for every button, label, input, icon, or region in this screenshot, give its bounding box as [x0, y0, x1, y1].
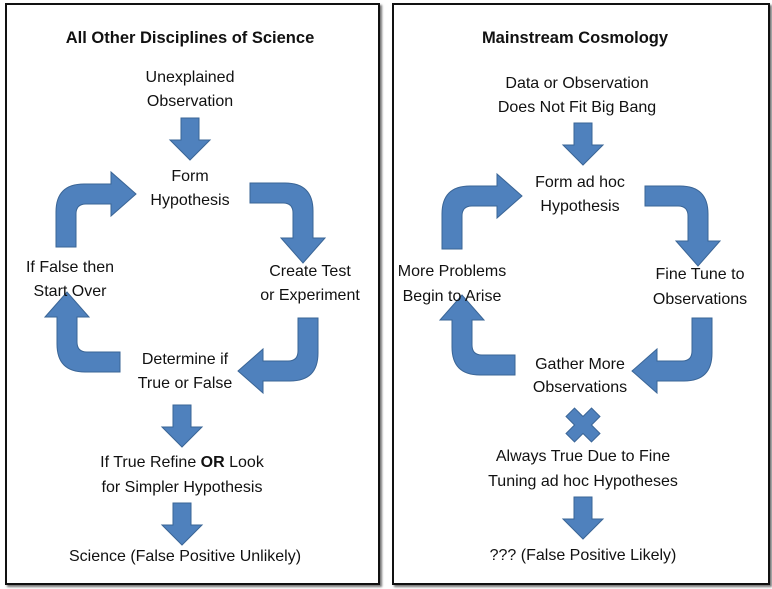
right-title: Mainstream Cosmology — [481, 29, 669, 47]
data-observation-line1: Data or Observation — [505, 75, 649, 92]
form-adhoc-line2: Hypothesis — [540, 198, 620, 215]
bent-arrow-right-down-icon — [249, 182, 326, 264]
left-result: Science (False Positive Unlikely) — [68, 548, 302, 565]
right-panel — [392, 3, 770, 585]
create-test-line1: Create Test — [269, 263, 351, 280]
form-hypothesis-line2: Hypothesis — [150, 192, 230, 209]
more-problems-line1: More Problems — [397, 263, 507, 280]
more-problems-line2: Begin to Arise — [402, 288, 502, 305]
bent-arrow-up-right-icon — [55, 171, 137, 248]
unexplained-observation-line1: Unexplained — [145, 69, 235, 86]
x-mark-icon — [565, 407, 601, 443]
refine-line1: If True Refine OR Look — [100, 451, 264, 475]
create-test-line2: or Experiment — [260, 287, 360, 304]
gather-line2: Observations — [532, 379, 628, 396]
if-false-line2: Start Over — [33, 283, 107, 300]
right-result: ??? (False Positive Likely) — [489, 547, 677, 564]
bent-arrow-down-left-icon — [631, 317, 713, 394]
determine-line1: Determine if — [141, 351, 229, 368]
refine-or: OR — [200, 454, 225, 471]
always-true-line2: Tuning ad hoc Hypotheses — [488, 473, 678, 490]
down-arrow-icon — [169, 117, 211, 161]
unexplained-observation-line2: Observation — [146, 93, 234, 110]
if-false-line1: If False then — [25, 259, 115, 276]
refine-line2: for Simpler Hypothesis — [101, 479, 263, 496]
fine-tune-line2: Observations — [652, 291, 748, 308]
bent-arrow-left-up-icon — [44, 291, 121, 373]
bent-arrow-up-right-icon — [441, 173, 523, 250]
refine-pre: If True Refine — [100, 454, 201, 471]
down-arrow-icon — [161, 404, 203, 448]
bent-arrow-right-down-icon — [644, 185, 721, 267]
data-observation-line2: Does Not Fit Big Bang — [497, 99, 657, 116]
bent-arrow-down-left-icon — [237, 317, 319, 394]
fine-tune-line1: Fine Tune to — [655, 266, 745, 283]
determine-line2: True or False — [137, 375, 233, 392]
left-title: All Other Disciplines of Science — [65, 29, 315, 47]
gather-line1: Gather More — [535, 356, 625, 373]
down-arrow-icon — [562, 122, 604, 166]
down-arrow-icon — [161, 502, 203, 546]
down-arrow-icon — [562, 496, 604, 540]
refine-post: Look — [224, 454, 264, 471]
always-true-line1: Always True Due to Fine — [495, 448, 671, 465]
form-hypothesis-line1: Form — [171, 168, 209, 185]
form-adhoc-line1: Form ad hoc — [535, 174, 625, 191]
